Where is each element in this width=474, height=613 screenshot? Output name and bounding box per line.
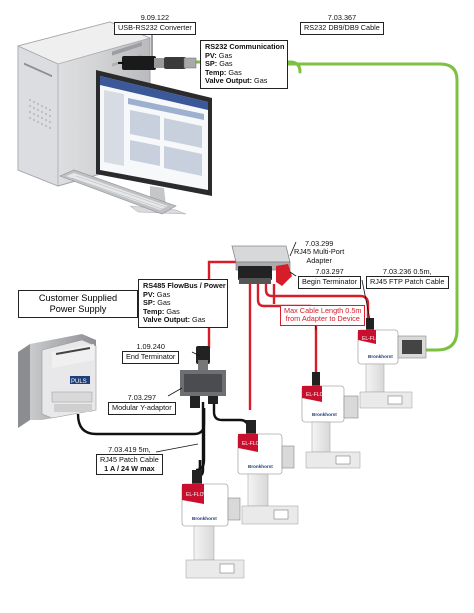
usb-converter-label: 9.09.122 USB-RS232 Converter: [114, 13, 196, 35]
customer-psu-label: Customer Supplied Power Supply: [18, 290, 138, 318]
psu-brand: PULS: [71, 379, 87, 385]
customer-psu-line2: Power Supply: [49, 304, 107, 314]
end-terminator-code: 1.09.240: [136, 342, 165, 351]
rs485-row: PV: Gas: [143, 289, 171, 299]
device-brand-label: Bronkhorst: [312, 412, 337, 417]
rj45-patch-name: RJ45 Patch Cable: [100, 455, 159, 465]
begin-terminator-plug: [276, 264, 292, 286]
rs232-row: SP: Gas: [205, 59, 233, 69]
rj45-patch-cable-label: 7.03.419 5m, RJ45 Patch Cable 1 A / 24 W…: [96, 445, 163, 476]
device-model-label: EL-FLOW: [362, 336, 385, 342]
ftp-patch-cable-label: 7.03.236 0.5m, RJ45 FTP Patch Cable: [366, 267, 449, 289]
end-terminator-name: End Terminator: [122, 351, 180, 364]
device-brand-label: Bronkhorst: [248, 464, 273, 469]
rs232-cable-code: 7.03.367: [327, 13, 357, 22]
usb-converter-name: USB-RS232 Converter: [114, 22, 196, 35]
flow-device-1: EL-FLOW Bronkhorst: [357, 318, 427, 409]
flow-device-2: EL-FLOW Bronkhorst: [301, 372, 361, 469]
end-terminator-label: 1.09.240 End Terminator: [122, 342, 180, 364]
keyboard: [59, 169, 177, 215]
y-adaptor-label: 7.03.297 Modular Y-adaptor: [108, 393, 176, 415]
modular-y-adaptor: [180, 346, 226, 408]
device-brand-label: Bronkhorst: [192, 516, 217, 521]
y-adaptor-name: Modular Y-adaptor: [108, 402, 176, 415]
ftp-cable-code: 7.03.236 0.5m,: [382, 267, 432, 276]
rs232-cable-name: RS232 DB9/DB9 Cable: [300, 22, 384, 35]
max-cable-length-label: Max Cable Length 0.5m from Adapter to De…: [280, 305, 366, 326]
multiport-name: RJ45 Multi-Port: [294, 247, 345, 257]
rs485-flowbus-box: RS485 FlowBus / Power PV: Gas SP: Gas Te…: [138, 279, 228, 328]
y-adaptor-code: 7.03.297: [127, 393, 157, 402]
usb-rs232-converter: [118, 56, 197, 70]
rs232-cable-label: 7.03.367 RS232 DB9/DB9 Cable: [300, 13, 384, 35]
device-brand-label: Bronkhorst: [368, 354, 393, 359]
customer-psu-line1: Customer Supplied: [38, 293, 118, 303]
rs232-row: Temp: Gas: [205, 67, 242, 77]
monitor: [96, 70, 212, 215]
rs485-row: SP: Gas: [143, 298, 171, 308]
multiport-name2: Adapter: [306, 255, 332, 265]
rs232-row: Valve Output: Gas: [205, 76, 268, 86]
flow-device-3: EL-FLOW Bronkhorst: [237, 420, 299, 525]
begin-terminator-label: 7.03.297 Begin Terminator: [298, 267, 362, 289]
rs232-row: PV: Gas: [205, 50, 233, 60]
device-model-label: EL-FLOW: [242, 441, 265, 447]
usb-converter-code: 9.09.122: [140, 13, 170, 22]
flow-device-4: EL-FLOW Bronkhorst: [181, 470, 245, 579]
rs232-communication-box: RS232 Communication PV: Gas SP: Gas Temp…: [200, 40, 288, 89]
device-model-label: EL-FLOW: [306, 392, 329, 398]
ftp-cable-name: RJ45 FTP Patch Cable: [366, 276, 449, 289]
green-rs232-cable: [194, 60, 459, 352]
rs485-box-title: RS485 FlowBus / Power: [143, 281, 226, 290]
power-supply: PULS: [18, 334, 97, 428]
multiport-adapter: [231, 245, 292, 286]
rs485-row: Valve Output: Gas: [143, 315, 206, 325]
multiport-code: 7.03.299: [304, 239, 334, 248]
max-cable-length-text: Max Cable Length 0.5m from Adapter to De…: [280, 305, 366, 326]
begin-terminator-code: 7.03.297: [315, 267, 344, 276]
rj45-patch-rating: 1 A / 24 W max: [104, 463, 155, 473]
multiport-adapter-label: 7.03.299 RJ45 Multi-Port Adapter: [294, 239, 345, 265]
begin-terminator-name: Begin Terminator: [298, 276, 362, 289]
rs232-box-title: RS232 Communication: [205, 42, 285, 51]
device-model-label: EL-FLOW: [186, 492, 209, 498]
rs485-row: Temp: Gas: [143, 306, 180, 316]
rj45-patch-code: 7.03.419 5m,: [108, 445, 151, 454]
rj45-patch-box: RJ45 Patch Cable 1 A / 24 W max: [96, 454, 163, 476]
